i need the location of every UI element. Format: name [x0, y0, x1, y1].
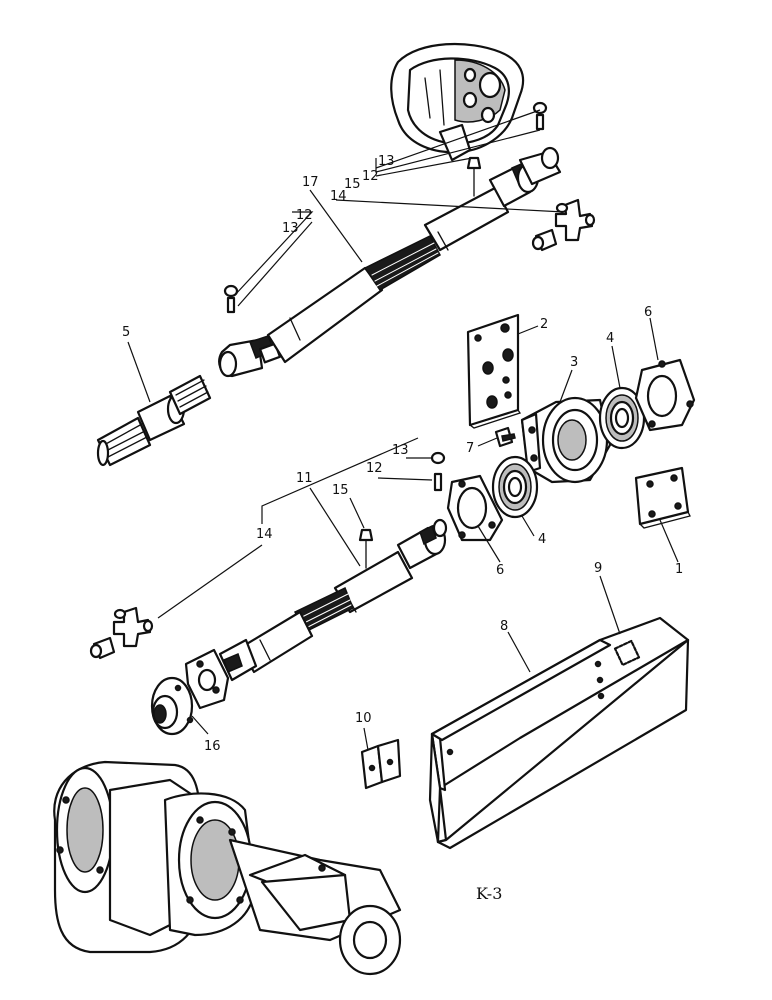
shim-plate	[634, 466, 691, 529]
mounting-plate	[466, 313, 522, 429]
universal-joint-cross-upper	[531, 198, 596, 252]
callout-14-lower: 14	[256, 527, 273, 542]
seal-retainer-upper	[634, 358, 696, 432]
upper-drive-shaft	[218, 146, 562, 378]
callout-17: 17	[302, 175, 319, 190]
callout-2: 2	[540, 317, 549, 332]
bearing-housing	[520, 396, 612, 484]
figure-code: K-3	[476, 884, 503, 903]
shaft-guard	[428, 616, 690, 850]
bolt-12-lower	[433, 472, 443, 492]
companion-shaft	[96, 374, 212, 467]
callout-7: 7	[466, 441, 475, 456]
bearing-lower	[491, 455, 539, 519]
callout-13-upper-left: 13	[282, 221, 299, 236]
bearing-upper	[598, 386, 646, 450]
callout-3: 3	[570, 355, 579, 370]
callout-11: 11	[296, 471, 313, 486]
callout-4-upper: 4	[606, 331, 615, 346]
seal-retainer-lower	[446, 474, 504, 542]
callout-13-upper: 13	[378, 154, 395, 169]
bolt-7	[494, 426, 516, 448]
leader-lines	[127, 109, 679, 751]
companion-flange	[150, 648, 230, 736]
callout-9: 9	[594, 561, 603, 576]
guard-bracket	[360, 738, 402, 790]
lower-hardware	[430, 451, 446, 492]
callout-14-upper: 14	[330, 189, 347, 204]
callout-4-lower: 4	[538, 532, 547, 547]
transfer-case-housing	[390, 42, 525, 162]
lower-drive-shaft	[218, 518, 448, 682]
callout-13-lower: 13	[392, 443, 409, 458]
bolt-12-upper-left	[226, 296, 236, 314]
callout-6-lower: 6	[496, 563, 505, 578]
callout-5: 5	[122, 325, 131, 340]
rear-axle-housing	[53, 760, 402, 976]
callout-15-upper: 15	[344, 177, 361, 192]
nut-13-lower	[430, 451, 446, 465]
callout-12-upper-left: 12	[296, 208, 313, 223]
callout-8: 8	[500, 619, 509, 634]
callout-6-upper: 6	[644, 305, 653, 320]
bolt-12-upper-right	[535, 113, 545, 131]
universal-joint-cross-lower	[89, 606, 154, 660]
callout-15-lower: 15	[332, 483, 349, 498]
callout-12-lower: 12	[366, 461, 383, 476]
callout-1: 1	[675, 562, 684, 577]
callout-12-upper: 12	[362, 169, 379, 184]
callout-10: 10	[355, 711, 372, 726]
callout-16: 16	[204, 739, 221, 754]
nut-13-upper-left	[223, 284, 239, 298]
